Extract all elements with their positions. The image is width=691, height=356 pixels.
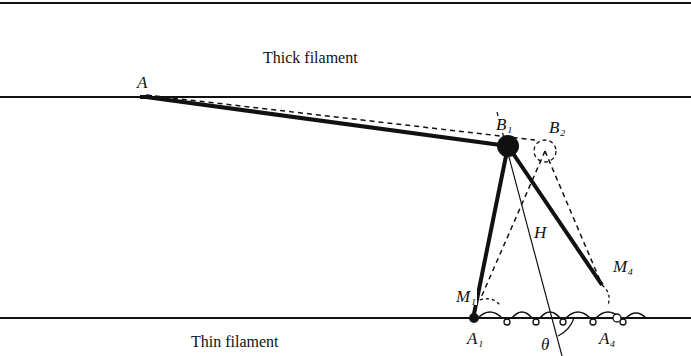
point-label: B₁: [495, 116, 513, 133]
point-label: M₄: [612, 258, 634, 275]
point-label: A₄: [598, 330, 616, 347]
socket: [533, 319, 539, 325]
actin-bump: [478, 312, 502, 318]
thick-filament-top: [0, 2, 691, 4]
point-label: H: [533, 224, 547, 241]
hinge-b1: [497, 135, 519, 157]
point-label: B₂: [548, 119, 566, 136]
s2-link: [146, 97, 508, 146]
m4-path: [602, 285, 609, 305]
angle-label: θ: [540, 336, 550, 353]
point-label: A: [136, 74, 148, 91]
s2-link-dashed: [146, 95, 535, 140]
m1-path: [480, 299, 500, 305]
actin-bump: [566, 312, 590, 318]
socket: [504, 319, 510, 325]
theta-arc: [558, 318, 574, 336]
point-label: A₁: [466, 330, 484, 347]
actin-bump: [512, 312, 532, 318]
thin-filament-edge: [0, 317, 691, 319]
head-dashed: [545, 151, 602, 285]
filament-label: Thick filament: [262, 50, 359, 66]
actin-sockets: [504, 319, 626, 325]
filament-label: Thin filament: [190, 334, 280, 350]
site-a1: [469, 313, 479, 323]
h-axis: [497, 112, 562, 356]
point-label: M₁: [455, 288, 477, 305]
site-a4: [613, 314, 621, 322]
socket: [590, 319, 596, 325]
socket: [560, 319, 566, 325]
head-solid: [474, 146, 508, 314]
thick-filament-edge: [0, 96, 691, 98]
hinge-b2: [534, 140, 556, 162]
actin-bump: [626, 313, 646, 318]
head-solid: [508, 146, 602, 285]
actin-bump: [540, 312, 560, 318]
